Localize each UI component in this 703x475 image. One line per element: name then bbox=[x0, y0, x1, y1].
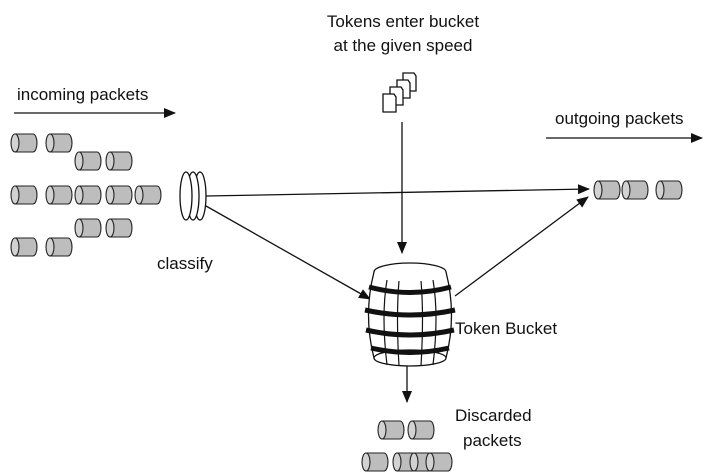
outgoing-packets-label: outgoing packets bbox=[555, 109, 684, 128]
discarded-label-line2: packets bbox=[463, 431, 522, 450]
token-cards-icon bbox=[382, 72, 417, 113]
tokens-enter-label-line2: at the given speed bbox=[334, 36, 473, 55]
barrel-icon bbox=[364, 262, 456, 367]
tokens-enter-label-line1: Tokens enter bucket bbox=[327, 12, 479, 31]
classify-label: classify bbox=[157, 254, 213, 273]
outgoing-packets bbox=[593, 180, 683, 200]
discarded-label-line1: Discarded bbox=[455, 406, 532, 425]
classify-to-output-arrow bbox=[205, 184, 590, 197]
token-bucket-label: Token Bucket bbox=[455, 319, 557, 338]
bucket-to-output-arrow bbox=[454, 196, 589, 297]
incoming-packets-label: incoming packets bbox=[17, 85, 148, 104]
classify-to-bucket-arrow bbox=[205, 205, 371, 300]
classifier-rings-icon bbox=[179, 171, 207, 221]
discarded-packets bbox=[361, 420, 453, 472]
incoming-packets bbox=[10, 133, 162, 257]
